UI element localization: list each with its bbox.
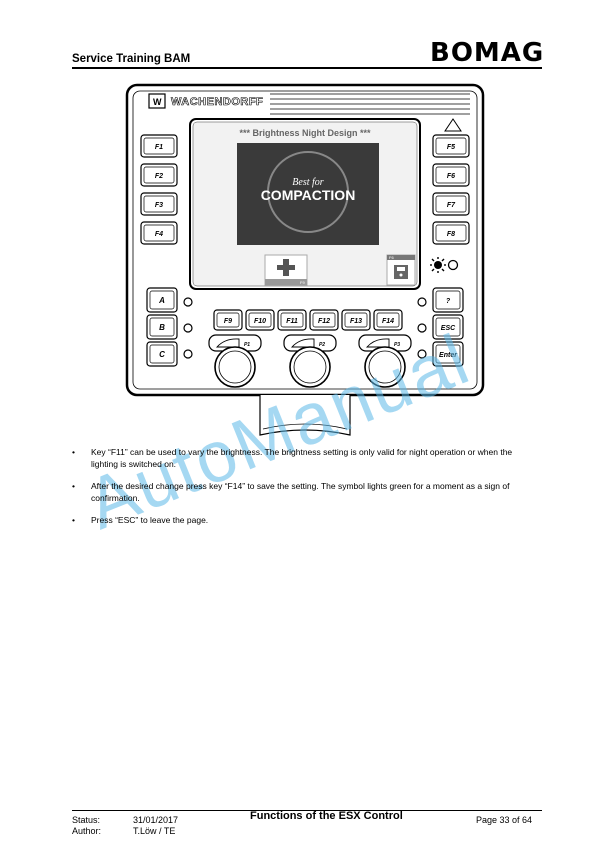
list-item: •After the desired change press key “F14… (72, 481, 510, 503)
page-number: Page 33 of 64 (476, 815, 533, 825)
key-f10-label: F10 (254, 318, 266, 325)
key-f4[interactable]: F4 (140, 221, 178, 245)
knob-label: P3 (394, 342, 400, 348)
speaker-grille (270, 93, 470, 115)
key-f13[interactable]: F13 (341, 309, 371, 331)
key-f11-label: F11 (286, 318, 298, 325)
key-f9[interactable]: F9 (213, 309, 243, 331)
header-title: Service Training BAM (72, 53, 191, 65)
author-label: Author: (72, 826, 102, 836)
status-leds (183, 297, 427, 359)
key-f12[interactable]: F12 (309, 309, 339, 331)
help-key[interactable]: ? (432, 287, 464, 313)
save-softkey[interactable]: F6 (386, 254, 416, 286)
indicator-led (447, 259, 459, 271)
key-f3-label: F3 (155, 202, 163, 209)
bomag-logo: BOMAG (430, 38, 545, 68)
key-f14-label: F14 (382, 318, 394, 325)
knob-label: P2 (319, 342, 325, 348)
key-f9-label: F9 (224, 318, 232, 325)
footer-divider (72, 810, 542, 811)
warning-triangle-icon (444, 118, 462, 132)
key-a-label: A (158, 296, 165, 305)
footer-title: Functions of the ESX Control (250, 810, 403, 822)
svg-text:F6: F6 (389, 255, 394, 260)
key-c-label: C (159, 350, 165, 359)
esx-control-panel: W WACHENDORFF *** Brightness Night Desig… (125, 83, 485, 436)
enter-key[interactable]: Enter (432, 341, 464, 367)
key-f8[interactable]: F8 (432, 221, 470, 245)
brand-name: WACHENDORFF (171, 96, 263, 108)
key-f2[interactable]: F2 (140, 163, 178, 187)
key-f7[interactable]: F7 (432, 192, 470, 216)
svg-text:F9: F9 (300, 280, 305, 285)
key-f13-label: F13 (350, 318, 362, 325)
key-f2-label: F2 (155, 173, 163, 180)
rotary-knob-p1[interactable]: P1 (208, 334, 262, 388)
list-item: •Press “ESC” to leave the page. (72, 515, 209, 525)
key-b[interactable]: B (146, 314, 178, 340)
svg-text:W: W (153, 97, 162, 107)
status-value: 31/01/2017 (133, 815, 179, 825)
author-value: T.Löw / TE (133, 826, 176, 836)
instruction-list: •Key “F11” can be used to vary the brigh… (72, 447, 532, 538)
key-f1-label: F1 (155, 144, 163, 151)
key-f6-label: F6 (447, 173, 455, 180)
rotary-knob-p2[interactable]: P2 (283, 334, 337, 388)
key-f14[interactable]: F14 (373, 309, 403, 331)
key-f10[interactable]: F10 (245, 309, 275, 331)
key-f7-label: F7 (447, 202, 456, 209)
status-label: Status: (72, 815, 101, 825)
key-f8-label: F8 (447, 231, 455, 238)
key-f6[interactable]: F6 (432, 163, 470, 187)
brand-logo: W WACHENDORFF (148, 93, 263, 109)
enter-key-label: Enter (439, 352, 458, 359)
key-f4-label: F4 (155, 231, 163, 238)
key-f11[interactable]: F11 (277, 309, 307, 331)
key-b-label: B (159, 323, 165, 332)
knob-label: P1 (244, 342, 250, 348)
key-f3[interactable]: F3 (140, 192, 178, 216)
key-f12-label: F12 (318, 318, 330, 325)
key-f5[interactable]: F5 (432, 134, 470, 158)
brightness-sun-icon (430, 257, 446, 273)
brightness-plus-softkey[interactable]: F9 (264, 254, 308, 286)
rotary-knob-p3[interactable]: P3 (358, 334, 412, 388)
display-screen: *** Brightness Night Design *** Best for… (189, 118, 421, 290)
esc-key-label: ESC (441, 325, 456, 332)
splash-line1: Best for (292, 177, 323, 188)
key-f5-label: F5 (447, 144, 455, 151)
key-a[interactable]: A (146, 287, 178, 313)
splash-line2: COMPACTION (261, 187, 356, 203)
list-item: •Key “F11” can be used to vary the brigh… (72, 447, 513, 469)
key-c[interactable]: C (146, 341, 178, 367)
esc-key[interactable]: ESC (432, 314, 464, 340)
header-divider (72, 67, 542, 69)
key-f1[interactable]: F1 (140, 134, 178, 158)
screen-title: *** Brightness Night Design *** (239, 128, 371, 138)
help-key-label: ? (446, 298, 451, 305)
